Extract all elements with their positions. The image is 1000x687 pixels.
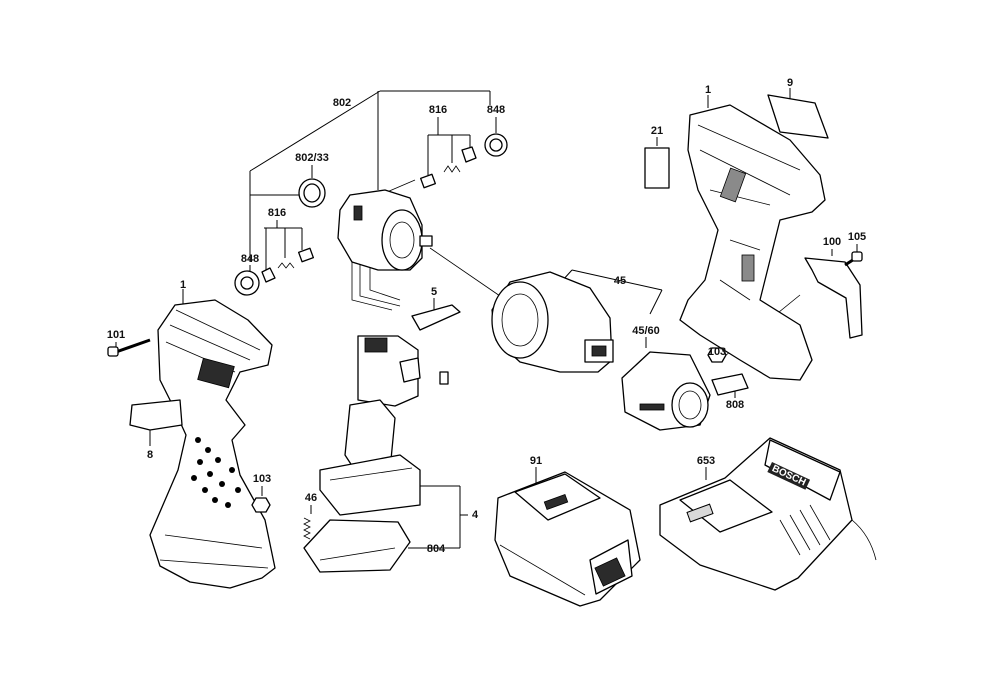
callout-808: 808 <box>725 399 745 411</box>
callout-653: 653 <box>696 455 716 467</box>
board-804-part <box>303 519 411 573</box>
left-housing-part <box>149 299 276 589</box>
callout-816-upper: 816 <box>428 104 448 116</box>
callout-802: 802 <box>332 97 352 109</box>
label-plate-8-part <box>129 399 183 431</box>
callout-105: 105 <box>847 231 867 243</box>
screw-101-part <box>107 338 151 357</box>
callout-91: 91 <box>529 455 543 467</box>
nut-103-left-part <box>251 497 271 513</box>
callout-848-upper: 848 <box>486 104 506 116</box>
ring-802-33-part <box>298 178 326 208</box>
brush-set-816-lower-part <box>261 247 314 283</box>
battery-91-part <box>494 471 641 607</box>
grip-texture-dots <box>191 437 241 508</box>
callout-1-left: 1 <box>179 279 187 291</box>
spring-46-part <box>303 517 311 540</box>
label-808-part <box>711 373 749 396</box>
switch-module-part <box>319 335 449 516</box>
callout-802-33: 802/33 <box>295 152 329 164</box>
right-housing-part <box>679 104 826 381</box>
callout-46: 46 <box>304 492 318 504</box>
label-21-part <box>644 147 670 189</box>
callout-100: 100 <box>822 236 842 248</box>
bearing-848-lower-part <box>234 270 260 296</box>
motor-802-part <box>337 189 433 311</box>
gear-housing-45-part <box>491 271 614 373</box>
callout-8: 8 <box>146 449 154 461</box>
callout-1-right: 1 <box>704 84 712 96</box>
callout-103-left: 103 <box>252 473 272 485</box>
brush-set-816-upper-part <box>420 146 477 189</box>
nut-103-right-part <box>707 347 727 363</box>
bearing-848-upper-part <box>484 133 508 157</box>
label-9-part <box>767 94 829 139</box>
belt-clip-100-part <box>804 257 863 339</box>
callout-9: 9 <box>786 77 794 89</box>
callout-816-lower: 816 <box>267 207 287 219</box>
charger-653-part <box>659 437 877 591</box>
callout-804: 804 <box>426 543 446 555</box>
callout-103-right: 103 <box>707 346 727 358</box>
callout-5: 5 <box>430 286 438 298</box>
slider-5-part <box>411 304 461 331</box>
callout-101: 101 <box>106 329 126 341</box>
callout-45-60: 45/60 <box>632 325 660 337</box>
callout-21: 21 <box>650 125 664 137</box>
callout-848-lower: 848 <box>240 253 260 265</box>
callout-4: 4 <box>471 509 479 521</box>
screw-105-part <box>844 251 863 267</box>
callout-45: 45 <box>613 275 627 287</box>
sleeve-45-60-part <box>621 351 711 431</box>
